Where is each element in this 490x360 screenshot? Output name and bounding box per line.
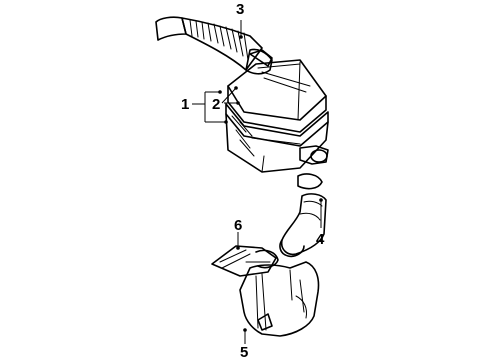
callout-6: 6 — [234, 217, 242, 234]
leader-lines — [192, 20, 323, 344]
air-cleaner-housing — [225, 59, 329, 190]
callout-4: 4 — [316, 231, 325, 248]
callout-5: 5 — [240, 344, 248, 360]
resonator — [239, 261, 320, 337]
callout-3: 3 — [236, 1, 244, 18]
callout-2: 2 — [212, 96, 220, 113]
callout-1: 1 — [181, 96, 189, 113]
air-inlet — [211, 245, 279, 277]
intake-hose — [155, 16, 273, 75]
